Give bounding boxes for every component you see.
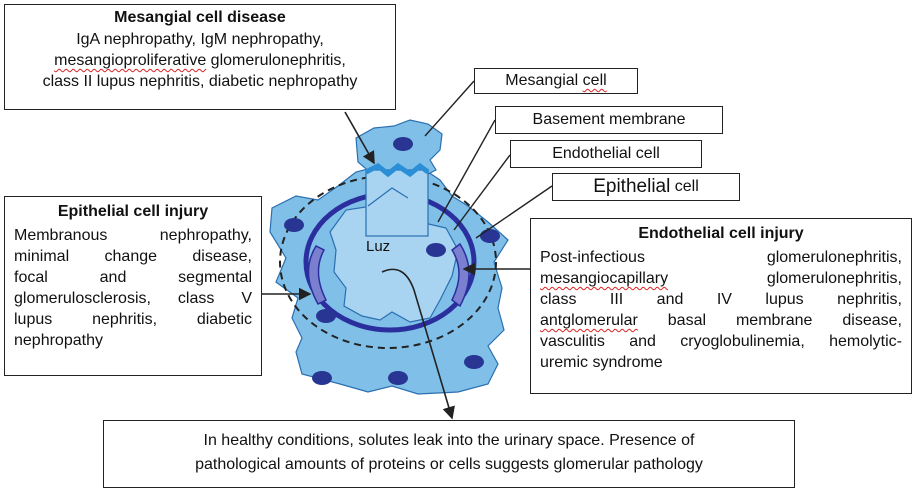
endothelial-injury-box: Endothelial cell injury Post-infectious … bbox=[530, 218, 912, 394]
mesangial-stalk bbox=[365, 169, 429, 237]
urinary-note-line-1: In healthy conditions, solutes leak into… bbox=[203, 432, 695, 449]
label-basement-text: Basement membrane bbox=[532, 111, 686, 128]
nucleus bbox=[480, 229, 500, 243]
mesangial-line-2: mesangioproliferative glomerulonephritis… bbox=[13, 50, 387, 71]
leader-lines bbox=[424, 80, 553, 239]
leader-endothelial bbox=[453, 154, 511, 231]
mesangial-inner-line bbox=[367, 187, 409, 207]
epithelial-line: minimal change disease, bbox=[14, 248, 252, 265]
cell-nuclei bbox=[284, 137, 500, 385]
endothelial-line-2: mesangiocapillary glomerulonephritis, bbox=[540, 268, 902, 289]
label-epithelial-b: cell bbox=[670, 178, 699, 195]
label-mesangial-cell: Mesangial cell bbox=[474, 68, 638, 94]
endothelial-line-3: class III and IV lupus nephritis, bbox=[540, 291, 902, 308]
nucleus bbox=[388, 371, 408, 385]
mesangial-line-1: IgA nephropathy, IgM nephropathy, bbox=[76, 31, 324, 48]
epithelial-line: focal and segmental bbox=[14, 269, 252, 286]
nucleus bbox=[284, 218, 304, 232]
endothelial-line-4a: antglomerular bbox=[540, 312, 638, 329]
leader-epithelial bbox=[475, 185, 553, 239]
epithelial-line: lupus nephritis, diabetic bbox=[14, 311, 252, 328]
arrow-mesangial-box bbox=[344, 111, 375, 165]
label-mesangial-a: Mesangial bbox=[505, 72, 583, 89]
endothelial-line-2a: mesangiocapillary bbox=[540, 270, 669, 287]
nucleus bbox=[312, 371, 332, 385]
label-luz: Luz bbox=[366, 238, 391, 255]
podocyte-left bbox=[307, 245, 328, 305]
label-epithelial-cell: Epithelial cell bbox=[552, 173, 740, 201]
leader-mesangial bbox=[424, 80, 475, 137]
nucleus bbox=[426, 243, 446, 257]
mesangial-junction bbox=[364, 162, 430, 178]
urinary-note-line-2: pathological amounts of proteins or cell… bbox=[195, 456, 703, 473]
urinary-space-note-text: In healthy conditions, solutes leak into… bbox=[114, 429, 784, 477]
epithelial-injury-text: Membranous nephropathy, minimal change d… bbox=[14, 225, 252, 351]
endothelial-line-5: vasculitis and cryoglobulinemia, hemolyt… bbox=[540, 333, 902, 350]
mesangial-disease-box: Mesangial cell disease IgA nephropathy, … bbox=[4, 4, 396, 110]
endothelial-line-2b: glomerulonephritis, bbox=[668, 270, 902, 287]
mesangial-disease-text: IgA nephropathy, IgM nephropathy, mesang… bbox=[13, 29, 387, 92]
urinary-space-note-box: In healthy conditions, solutes leak into… bbox=[103, 420, 795, 488]
epithelial-line: Membranous nephropathy, bbox=[14, 227, 252, 244]
label-epithelial-a: Epithelial bbox=[593, 176, 671, 197]
leader-basement bbox=[437, 119, 496, 223]
endothelial-injury-title: Endothelial cell injury bbox=[638, 225, 804, 242]
mesangial-disease-title: Mesangial cell disease bbox=[114, 9, 286, 26]
epithelial-injury-box: Epithelial cell injury Membranous nephro… bbox=[4, 196, 262, 376]
mesangial-line-3: class II lupus nephritis, diabetic nephr… bbox=[42, 73, 358, 90]
epithelial-line: nephropathy bbox=[14, 332, 103, 349]
label-endothelial-text: Endothelial cell bbox=[552, 145, 660, 162]
endothelial-line-1: Post-infectious glomerulonephritis, bbox=[540, 249, 902, 266]
mesangial-line-2b: glomerulonephritis, bbox=[206, 52, 346, 69]
endothelial-injury-text: Post-infectious glomerulonephritis, mesa… bbox=[540, 247, 902, 373]
mesangial-line-2a: mesangioproliferative bbox=[54, 52, 207, 69]
arrow-lumen-to-urinary bbox=[381, 268, 455, 420]
endothelial-line-4b: basal membrane disease, bbox=[637, 312, 902, 329]
endothelial-line-6: uremic syndrome bbox=[540, 354, 663, 371]
label-endothelial-cell: Endothelial cell bbox=[510, 140, 702, 168]
label-basement-membrane: Basement membrane bbox=[495, 106, 723, 134]
epithelial-injury-title: Epithelial cell injury bbox=[57, 203, 209, 220]
nucleus bbox=[393, 137, 413, 151]
label-mesangial-b: cell bbox=[582, 72, 607, 89]
nucleus bbox=[316, 309, 336, 323]
podocyte-right bbox=[450, 242, 470, 308]
nucleus bbox=[464, 355, 484, 369]
endothelial-line-4: antglomerular basal membrane disease, bbox=[540, 310, 902, 331]
epithelial-line: glomerulosclerosis, class V bbox=[14, 290, 252, 307]
